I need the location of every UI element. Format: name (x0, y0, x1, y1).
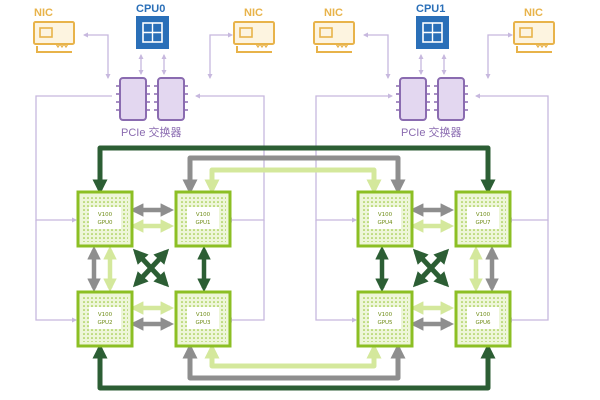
gpu-3: V100 GPU3 (174, 290, 232, 348)
gpu-6: V100 GPU6 (454, 290, 512, 348)
nic-2: NIC (313, 7, 355, 53)
gpu-model: V100 (196, 212, 211, 218)
nic-card-icon (233, 21, 275, 53)
gpu-name: GPU0 (97, 220, 113, 226)
gpu-model: V100 (476, 212, 491, 218)
gpu-7: V100 GPU7 (454, 190, 512, 248)
nvlink-long-links (92, 145, 496, 391)
gpu-name: GPU3 (195, 320, 211, 326)
nvlink-dark-bottom (92, 343, 496, 391)
nvlink-light-top (204, 167, 382, 195)
cpu-chip-icon (416, 16, 449, 49)
pcie-link-nic0-switch (82, 32, 111, 80)
gpu-name: GPU2 (97, 320, 112, 326)
cpu-label: CPU1 (416, 3, 445, 15)
gpu-chip-icon (356, 190, 414, 248)
cpu-1: CPU1 (416, 3, 449, 49)
gpu-5: V100 GPU5 (356, 290, 414, 348)
gpu-chip-icon (76, 290, 134, 348)
gpu-name: GPU1 (195, 220, 210, 226)
nic-label: NIC (324, 7, 343, 19)
nvlink-gray-bottom (182, 343, 406, 381)
gpu-name: GPU5 (377, 320, 393, 326)
gpu-chip-icon (174, 190, 232, 248)
nic-card-icon (513, 21, 555, 53)
pcie-link-switch-gpu2 (35, 220, 78, 323)
gpu-name: GPU6 (475, 320, 491, 326)
nic-0: NIC (33, 7, 75, 53)
pcie-links (35, 32, 549, 323)
nvlink-gpu7-gpu5-dark (412, 248, 450, 288)
gpu-model: V100 (476, 312, 491, 318)
gpu-name: GPU7 (475, 220, 491, 226)
nvlink-light-bottom (204, 343, 382, 369)
gpu-chip-icon (174, 290, 232, 348)
pcie-switch-chip (399, 77, 427, 121)
gpu-chip-icon (454, 290, 512, 348)
pcie-link-switch-gpu3 (226, 220, 265, 323)
gpu-1: V100 GPU1 (174, 190, 232, 248)
nvlink-right-cluster (375, 203, 499, 331)
gpu-model: V100 (98, 312, 113, 318)
gpu-4: V100 GPU4 (356, 190, 414, 248)
gpu-chip-icon (76, 190, 134, 248)
gpu-model: V100 (196, 312, 211, 318)
pcie-switch-1: PCIe 交换器 (396, 77, 468, 139)
pcie-switch-0: PCIe 交换器 (116, 77, 188, 139)
nic-card-icon (313, 21, 355, 53)
pcie-link-nic3-switch (485, 32, 514, 80)
nic-label: NIC (244, 7, 263, 19)
pcie-switch-chip (119, 77, 147, 121)
gpu-2: V100 GPU2 (76, 290, 134, 348)
pcie-link-nic1-switch (207, 32, 234, 80)
pcie-link-switch-gpu0 (35, 95, 112, 223)
cpu-chip-icon (136, 16, 169, 49)
cpu-0: CPU0 (136, 3, 169, 49)
gpu-model: V100 (378, 212, 393, 218)
nic-3: NIC (513, 7, 555, 53)
gpu-name: GPU4 (377, 220, 393, 226)
gpu-model: V100 (378, 312, 393, 318)
pcie-switch-chip (437, 77, 465, 121)
pcie-switch-label: PCIe 交换器 (121, 125, 182, 139)
nvlink-dark-top (92, 145, 496, 195)
pcie-switch-label: PCIe 交换器 (401, 125, 462, 139)
nic-label: NIC (34, 7, 53, 19)
gpu-chip-icon (356, 290, 414, 348)
gpu-chip-icon (454, 190, 512, 248)
gpu-model: V100 (98, 212, 113, 218)
pcie-link-switch-gpu7 (474, 93, 549, 223)
nic-1: NIC (233, 7, 275, 53)
nvlink-gpu1-gpu2-dark (132, 248, 170, 288)
nvlink-left-cluster (87, 203, 211, 331)
cpu-label: CPU0 (136, 3, 165, 15)
nvlink-gray-top (182, 155, 406, 195)
pcie-switch-chip (157, 77, 185, 121)
gpu-0: V100 GPU0 (76, 190, 134, 248)
pcie-link-switch-gpu5 (315, 220, 358, 323)
pcie-link-switch-gpu6 (506, 220, 549, 323)
nic-label: NIC (524, 7, 543, 19)
pcie-link-nic2-switch (362, 32, 391, 80)
nic-card-icon (33, 21, 75, 53)
